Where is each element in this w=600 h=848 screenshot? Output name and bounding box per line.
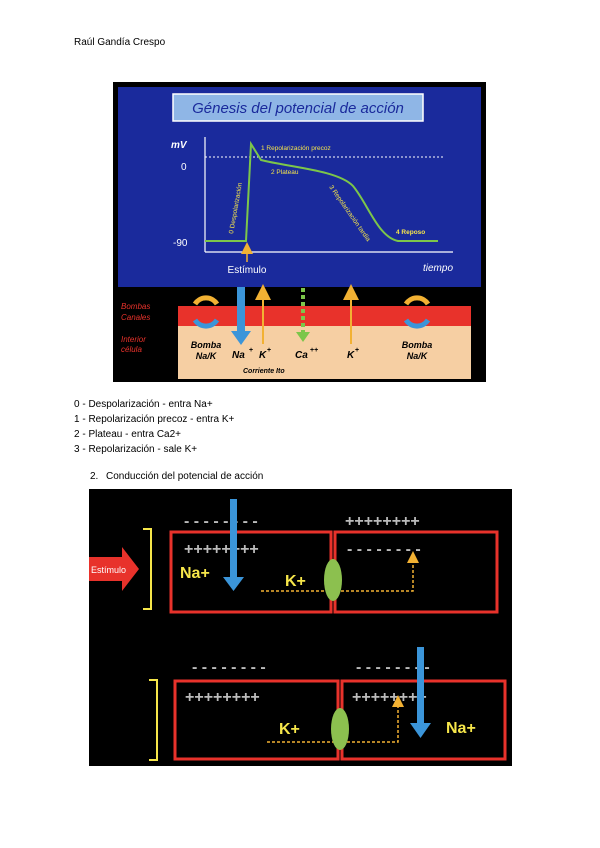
conduction-figure: - - - - - - - - ++++++++ ++++++++ - - - … xyxy=(89,489,512,766)
phase-4-label: 4 Reposo xyxy=(396,229,425,236)
na-label-top: Na+ xyxy=(180,565,210,582)
charges-bottom-left-in: ++++++++ xyxy=(185,689,260,706)
y-unit: mV xyxy=(171,140,188,151)
figure2-background xyxy=(89,489,512,766)
k-label-bottom: K+ xyxy=(279,721,300,738)
bomba-left-1: Bomba xyxy=(191,340,222,350)
current-path-bottom xyxy=(267,695,404,743)
interior-label-1: Interior xyxy=(121,335,146,344)
ion-na-charge: + xyxy=(249,347,253,354)
phase-1-label: 1 Repolarización precoz xyxy=(261,145,331,152)
charges-bottom-right-out: - - - - - - - - xyxy=(356,659,430,676)
ion-k-2: K xyxy=(347,350,355,361)
bracket-top xyxy=(143,528,152,610)
section-title: Conducción del potencial de acción xyxy=(106,471,264,482)
charges-top-left-in: ++++++++ xyxy=(184,541,259,558)
channel-top xyxy=(324,559,342,601)
na-arrow-top xyxy=(223,499,244,591)
na-label-bottom: Na+ xyxy=(446,720,476,737)
legend-line-3: 3 - Repolarización - sale K+ xyxy=(74,444,198,455)
section-heading: 2. Conducción del potencial de acción xyxy=(90,471,263,482)
charges-bottom-left-out: - - - - - - - - xyxy=(192,659,266,676)
legend-line-2: 2 - Plateau - entra Ca2+ xyxy=(74,429,182,440)
stimulus-label: Estímulo xyxy=(228,265,267,276)
interior-label-2: célula xyxy=(121,345,142,354)
stimulus-label-2: Estímulo xyxy=(91,565,126,575)
membrane xyxy=(178,306,471,326)
figure1-title: Génesis del potencial de acción xyxy=(192,100,404,117)
bracket-bottom xyxy=(149,679,158,761)
action-potential-figure: Génesis del potencial de acción mV 0 -90… xyxy=(113,82,486,382)
ion-k-1: K xyxy=(259,350,267,361)
y-tick-0: 0 xyxy=(181,162,187,173)
legend-line-1: 1 - Repolarización precoz - entra K+ xyxy=(74,414,235,425)
title-box xyxy=(172,93,424,122)
current-path-top xyxy=(261,551,419,592)
phase-2-label: 2 Plateau xyxy=(271,169,299,176)
charges-top-left-out: - - - - - - - - xyxy=(184,513,258,530)
na-arrow-bottom xyxy=(410,647,431,738)
ion-ca: Ca xyxy=(295,350,308,361)
legend-line-0: 0 - Despolarización - entra Na+ xyxy=(74,399,213,410)
charges-top-right-in: - - - - - - - - xyxy=(347,541,421,558)
ion-k-1-charge: + xyxy=(267,347,271,354)
ca-arrow xyxy=(296,288,310,342)
section-number: 2. xyxy=(90,471,99,482)
k-label-top: K+ xyxy=(285,573,306,590)
bomba-left-2: Na/K xyxy=(196,351,218,361)
y-tick-90: -90 xyxy=(173,238,188,249)
pump-icon-left xyxy=(192,295,220,329)
action-potential-curve xyxy=(205,140,438,242)
bomba-right-1: Bomba xyxy=(402,340,433,350)
bombas-label: Bombas xyxy=(121,302,150,311)
x-label: tiempo xyxy=(423,263,453,274)
ion-ca-charge: ++ xyxy=(310,347,318,354)
charges-bottom-right-in: ++++++++ xyxy=(352,689,427,706)
corriente-label: Corriente Ito xyxy=(243,368,285,375)
ion-k-2-charge: + xyxy=(355,347,359,354)
bomba-right-2: Na/K xyxy=(407,351,429,361)
na-arrow xyxy=(231,287,251,345)
canales-label: Canales xyxy=(121,313,150,322)
channel-bottom xyxy=(331,708,349,750)
pump-icon-right xyxy=(403,295,431,329)
charges-top-right-out: ++++++++ xyxy=(345,513,420,530)
cytoplasm xyxy=(178,326,471,379)
stimulus-block-arrow xyxy=(89,547,139,591)
phase-legend: 0 - Despolarización - entra Na+ 1 - Repo… xyxy=(74,397,234,457)
ion-na: Na xyxy=(232,350,245,361)
author-name: Raúl Gandía Crespo xyxy=(74,37,166,48)
